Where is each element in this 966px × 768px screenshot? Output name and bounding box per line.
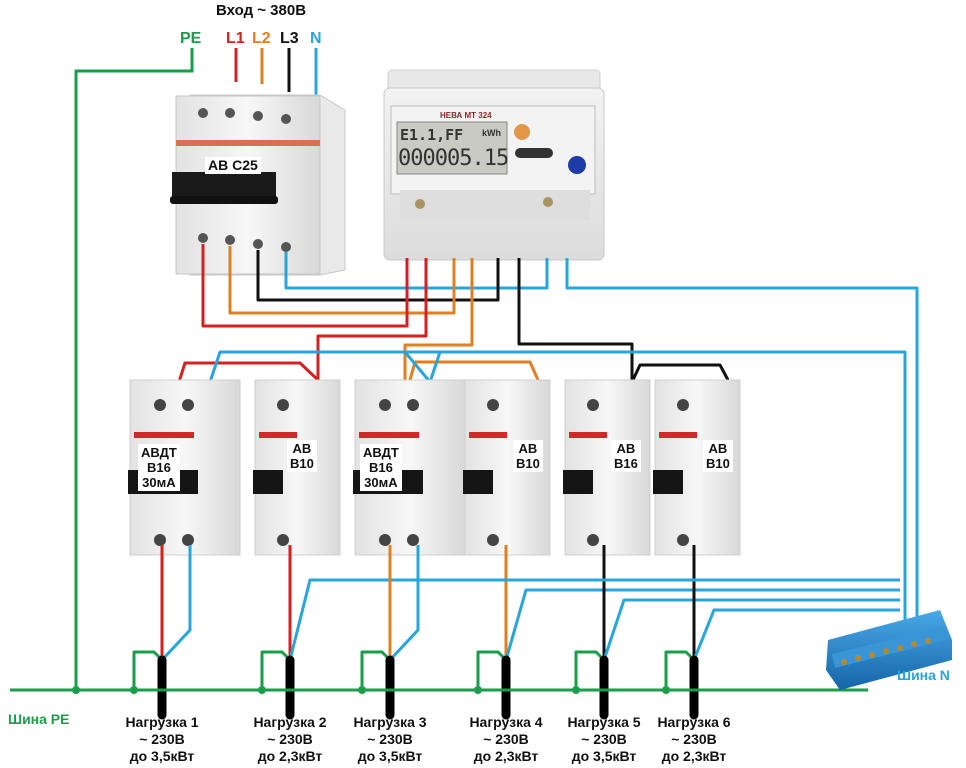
neutral-wire (388, 545, 420, 662)
breaker-label-line: АВ (708, 441, 728, 456)
neutral-wire (504, 588, 900, 661)
pe-tap (664, 650, 696, 690)
neutral-wire (160, 545, 192, 662)
neutral-wire (288, 578, 900, 661)
load-name: Нагрузка 2 (253, 714, 327, 730)
meter-display-top: E1.1,FF (400, 126, 464, 144)
load-name: Нагрузка 6 (657, 714, 731, 730)
breaker-label-line: АВ (616, 441, 636, 456)
breaker-lever[interactable] (653, 470, 683, 494)
load-name: Нагрузка 4 (469, 714, 543, 730)
input-wires (234, 48, 318, 96)
load-voltage: ~ 230В (139, 731, 185, 747)
breaker-lever[interactable] (563, 470, 593, 494)
breaker-label-line: B10 (290, 456, 314, 471)
label-l1: L1 (226, 30, 245, 47)
load-power: до 3,5кВт (129, 748, 195, 764)
label-n: N (310, 30, 322, 47)
neutral-wire (692, 608, 900, 661)
breaker-label-line: B10 (516, 456, 540, 471)
diagram-title: Вход ~ 380В (216, 2, 307, 19)
pe-tap (132, 650, 164, 690)
breaker-lever[interactable] (253, 470, 283, 494)
main-breaker[interactable] (170, 94, 346, 276)
n-bus-bar[interactable] (826, 610, 952, 690)
pe-tap (260, 650, 292, 690)
load-voltage: ~ 230В (671, 731, 717, 747)
load-voltage: ~ 230В (483, 731, 529, 747)
n-bus-label: Шина N (897, 667, 950, 683)
breaker-label-line: B10 (706, 456, 730, 471)
breaker-lever[interactable] (463, 470, 493, 494)
label-l3: L3 (280, 30, 299, 47)
breaker-label-line: B16 (146, 460, 171, 475)
meter-model: НЕВА МТ 324 (440, 111, 492, 120)
main-breaker-lever[interactable] (172, 172, 276, 200)
breaker-label-line: 30мА (142, 475, 176, 490)
pe-tap (574, 650, 606, 690)
distribution-wires (176, 336, 907, 625)
breaker-label-line: АВДТ (363, 445, 399, 460)
load-name: Нагрузка 3 (353, 714, 427, 730)
label-pe: PE (180, 30, 202, 47)
meter-lcd (396, 121, 508, 175)
load-power: до 2,3кВт (661, 748, 727, 764)
load-voltage: ~ 230В (267, 731, 313, 747)
meter-display-unit: kWh (482, 128, 501, 138)
load-power: до 3,5кВт (357, 748, 423, 764)
load-power: до 2,3кВт (257, 748, 323, 764)
breaker-label-line: B16 (614, 456, 638, 471)
pe-wire (74, 48, 194, 690)
breakers (128, 379, 741, 556)
neutral-wire (602, 598, 900, 661)
energy-meter (383, 69, 605, 261)
pe-tap (360, 650, 392, 690)
load-power: до 3,5кВт (571, 748, 637, 764)
main-breaker-label: АВ С25 (205, 157, 261, 174)
load-voltage: ~ 230В (581, 731, 627, 747)
pe-bus-label: Шина PE (8, 711, 70, 727)
breaker-label-line: АВ (518, 441, 538, 456)
pe-tap (476, 650, 508, 690)
breaker-label-line: АВ (292, 441, 312, 456)
load-name: Нагрузка 5 (567, 714, 641, 730)
meter-display-value: 000005.15 (398, 146, 509, 171)
breaker-label-line: 30мА (364, 475, 398, 490)
load-voltage: ~ 230В (367, 731, 413, 747)
breaker-label-line: АВДТ (141, 445, 177, 460)
load-wires (130, 545, 900, 720)
label-l2: L2 (252, 30, 271, 47)
breaker-label-line: B16 (368, 460, 393, 475)
load-name: Нагрузка 1 (125, 714, 199, 730)
load-power: до 2,3кВт (473, 748, 539, 764)
meter-button[interactable] (568, 156, 586, 174)
